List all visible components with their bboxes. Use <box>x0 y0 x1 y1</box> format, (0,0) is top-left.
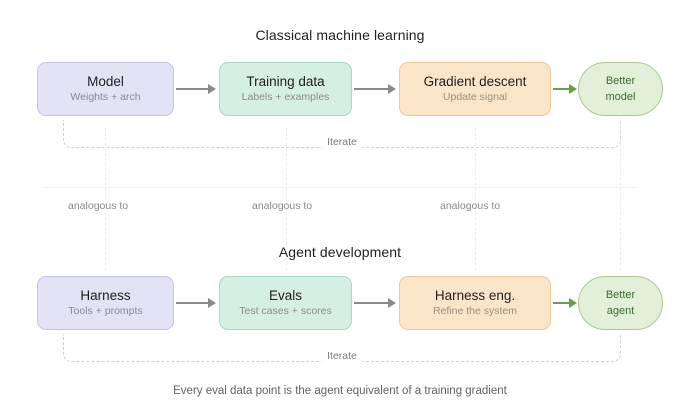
stage-title: Harness <box>80 288 131 303</box>
stage-box-harness[interactable]: Harness Tools + prompts <box>37 276 174 330</box>
stage-subtitle: Labels + examples <box>241 91 330 103</box>
outcome-line-2: model <box>605 91 636 103</box>
arrow-shaft <box>176 88 209 90</box>
stage-subtitle: Refine the system <box>432 305 518 317</box>
arrow-shaft <box>354 88 389 90</box>
analogy-connector-2 <box>286 128 287 270</box>
analogy-connector-1 <box>105 128 106 270</box>
outcome-pill-better-model[interactable]: Better model <box>578 62 663 116</box>
arrow-head <box>388 297 396 308</box>
analogy-label-3: analogous to <box>440 200 501 212</box>
stage-title: Harness eng. <box>434 288 516 303</box>
arrow-head <box>569 297 577 308</box>
stage-title: Evals <box>268 288 302 303</box>
stage-box-training-data[interactable]: Training data Labels + examples <box>219 62 352 116</box>
iterate-label-agent-development: Iterate <box>322 350 362 362</box>
stage-box-evals[interactable]: Evals Test cases + scores <box>219 276 352 330</box>
arrow-gradient-descent-to-better-model <box>553 83 577 95</box>
stage-box-model[interactable]: Model Weights + arch <box>37 62 174 116</box>
outcome-line-1: Better <box>605 289 636 301</box>
arrow-head <box>569 83 577 94</box>
analogy-divider <box>42 187 638 188</box>
stage-box-harness-eng[interactable]: Harness eng. Refine the system <box>399 276 551 330</box>
arrow-shaft <box>553 88 570 90</box>
stage-box-gradient-descent[interactable]: Gradient descent Update signal <box>399 62 551 116</box>
section-title-classical-ml: Classical machine learning <box>255 27 425 43</box>
arrow-shaft <box>553 302 570 304</box>
section-title-agent-development: Agent development <box>278 244 402 260</box>
stage-subtitle: Update signal <box>442 91 508 103</box>
stage-title: Model <box>87 74 124 89</box>
arrow-evals-to-harness-eng <box>354 297 396 309</box>
stage-subtitle: Weights + arch <box>70 91 141 103</box>
diagram-caption: Every eval data point is the agent equiv… <box>173 385 507 397</box>
arrow-training-data-to-gradient-descent <box>354 83 396 95</box>
stage-title: Gradient descent <box>423 74 527 89</box>
stage-subtitle: Test cases + scores <box>239 305 332 317</box>
stage-title: Training data <box>246 74 325 89</box>
iterate-label-classical-ml: Iterate <box>322 136 362 148</box>
outcome-line-2: agent <box>606 305 635 317</box>
analogy-label-1: analogous to <box>68 200 129 212</box>
analogy-connector-3 <box>475 128 476 270</box>
stage-subtitle: Tools + prompts <box>68 305 143 317</box>
arrow-harness-to-evals <box>176 297 216 309</box>
arrow-model-to-training-data <box>176 83 216 95</box>
analogy-connector-4 <box>620 118 621 270</box>
arrow-harness-eng-to-better-agent <box>553 297 577 309</box>
analogy-label-2: analogous to <box>252 200 313 212</box>
arrow-shaft <box>354 302 389 304</box>
arrow-shaft <box>176 302 209 304</box>
outcome-line-1: Better <box>605 75 636 87</box>
arrow-head <box>388 83 396 94</box>
outcome-pill-better-agent[interactable]: Better agent <box>578 276 663 330</box>
arrow-head <box>208 83 216 94</box>
arrow-head <box>208 297 216 308</box>
